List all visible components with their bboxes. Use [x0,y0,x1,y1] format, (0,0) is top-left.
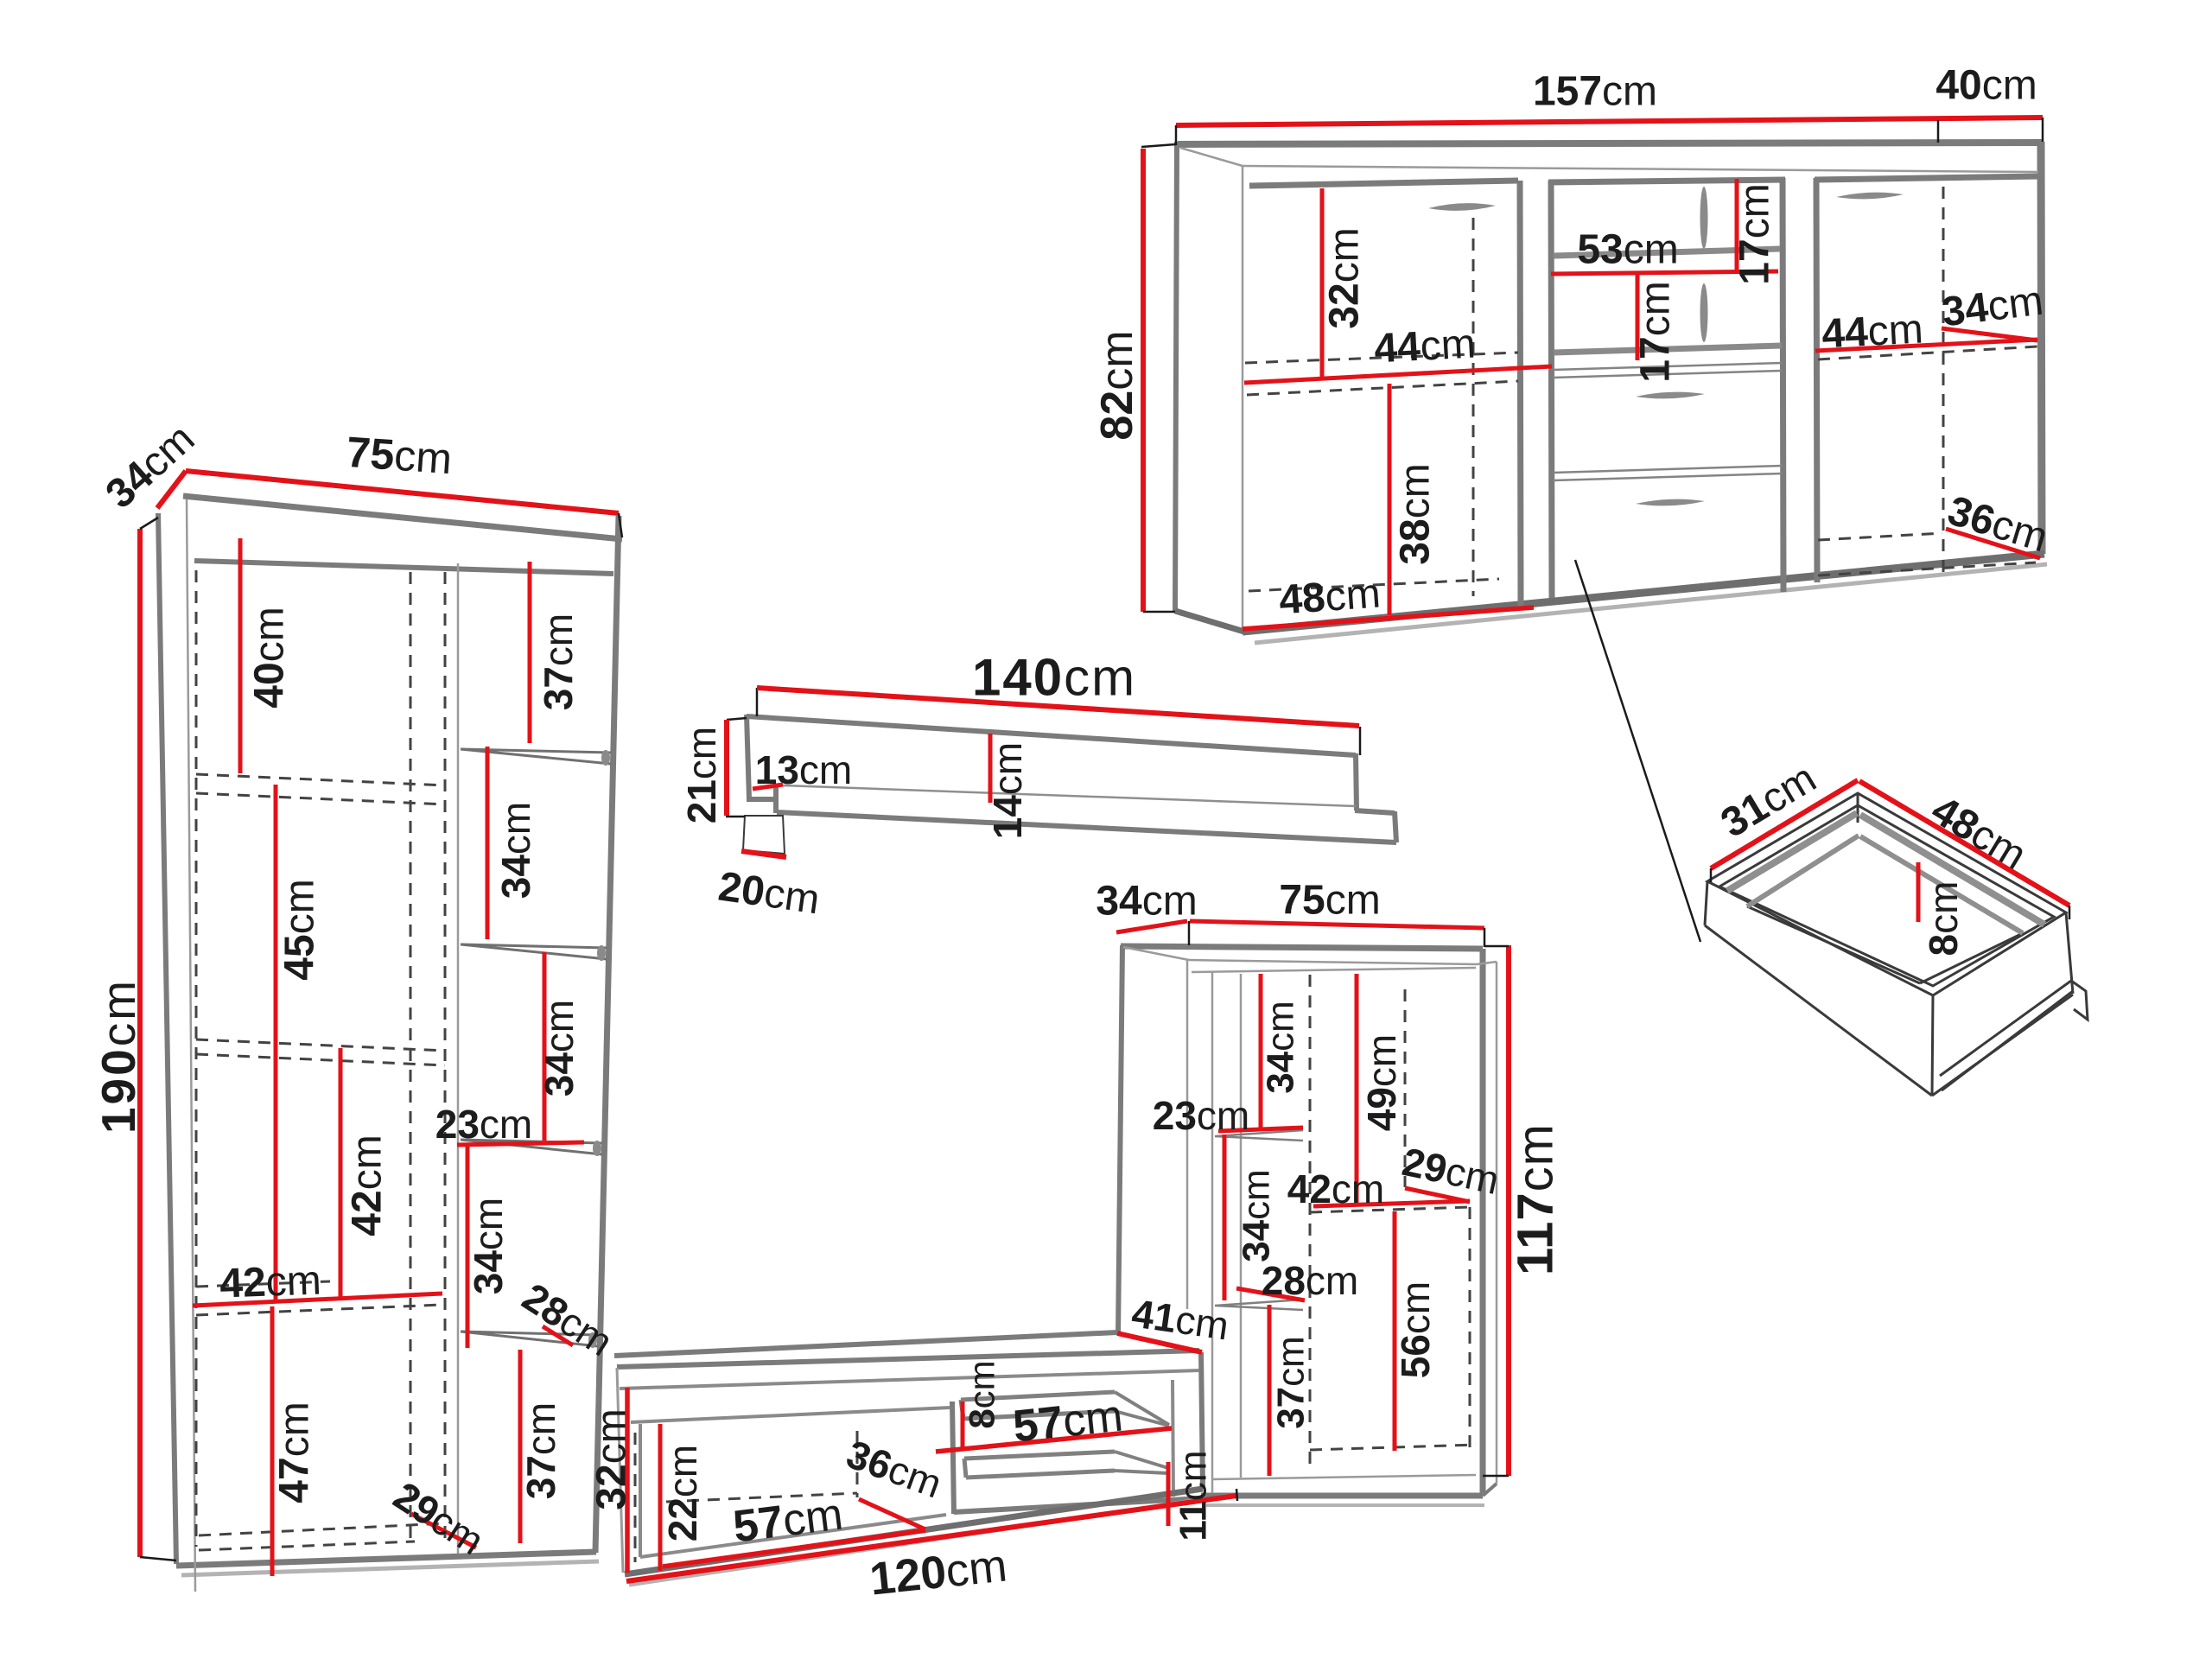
svg-text:82cm: 82cm [1092,330,1142,440]
svg-text:57cm: 57cm [1011,1391,1126,1452]
svg-text:37cm: 37cm [536,613,581,711]
svg-text:140cm: 140cm [972,649,1136,707]
svg-text:75cm: 75cm [1279,878,1380,924]
svg-text:34cm: 34cm [1096,879,1197,925]
svg-text:157cm: 157cm [1533,69,1657,115]
svg-text:75cm: 75cm [345,428,454,483]
svg-text:117cm: 117cm [1508,1123,1564,1275]
svg-text:38cm: 38cm [1393,463,1439,564]
svg-text:11cm: 11cm [1173,1450,1215,1541]
svg-text:23cm: 23cm [1153,1093,1250,1138]
svg-text:44cm: 44cm [1373,321,1477,372]
svg-text:48cm: 48cm [1278,570,1382,623]
svg-text:29cm: 29cm [1399,1139,1503,1203]
svg-text:32cm: 32cm [589,1408,635,1510]
svg-text:34cm: 34cm [1260,1001,1302,1094]
svg-text:21cm: 21cm [679,727,724,824]
svg-text:37cm: 37cm [518,1402,563,1500]
svg-text:37cm: 37cm [1270,1336,1313,1429]
svg-text:14cm: 14cm [985,742,1030,840]
svg-text:13cm: 13cm [755,747,853,792]
svg-text:32cm: 32cm [1322,227,1368,328]
svg-text:17cm: 17cm [1633,281,1679,382]
svg-text:34cm: 34cm [466,1198,511,1295]
svg-text:34cm: 34cm [1236,1169,1278,1262]
svg-text:8cm: 8cm [1921,881,1966,957]
svg-text:8cm: 8cm [962,1360,1002,1428]
svg-text:45cm: 45cm [277,879,323,980]
svg-text:42cm: 42cm [1287,1166,1385,1211]
svg-text:190cm: 190cm [92,978,145,1134]
svg-text:40cm: 40cm [247,607,293,708]
svg-text:17cm: 17cm [1732,183,1778,284]
svg-text:34cm: 34cm [493,802,538,899]
svg-text:49cm: 49cm [1359,1034,1404,1132]
svg-text:120cm: 120cm [868,1540,1009,1605]
svg-text:42cm: 42cm [219,1257,321,1306]
svg-text:47cm: 47cm [272,1402,318,1503]
svg-text:20cm: 20cm [715,864,823,924]
svg-text:28cm: 28cm [1262,1258,1359,1303]
svg-text:44cm: 44cm [1821,306,1924,357]
svg-text:23cm: 23cm [435,1102,533,1147]
svg-text:34cm: 34cm [1940,278,2046,336]
svg-text:40cm: 40cm [1936,63,2037,109]
svg-text:42cm: 42cm [345,1135,391,1236]
svg-text:34cm: 34cm [537,1000,582,1097]
svg-text:53cm: 53cm [1577,227,1678,273]
svg-text:41cm: 41cm [1129,1290,1232,1348]
svg-text:56cm: 56cm [1393,1281,1438,1379]
svg-text:57cm: 57cm [730,1489,845,1552]
svg-text:22cm: 22cm [660,1445,705,1542]
